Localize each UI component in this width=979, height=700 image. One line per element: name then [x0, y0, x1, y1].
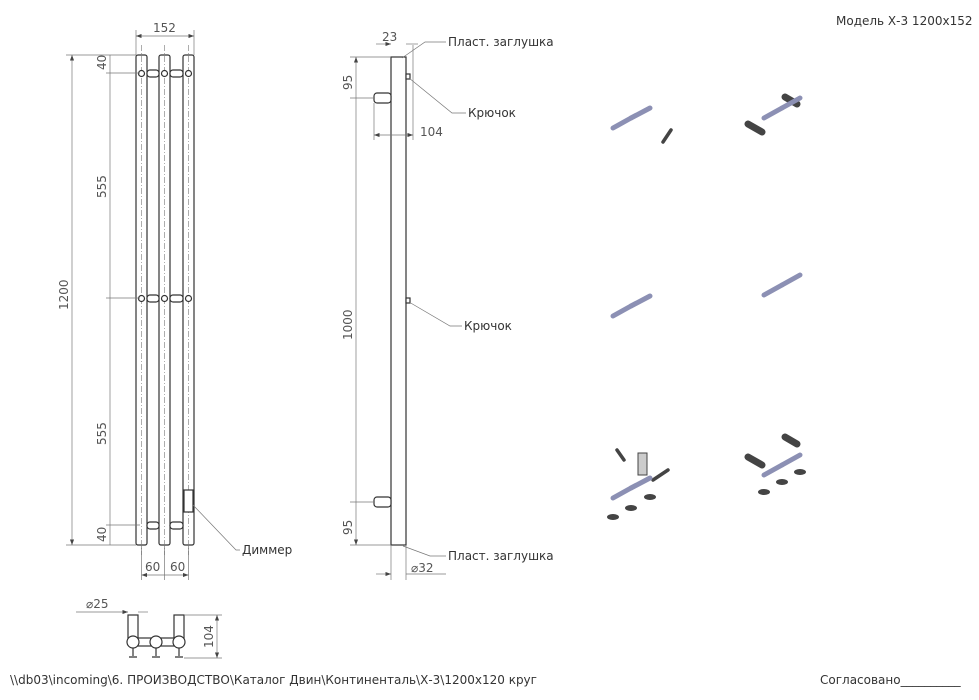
dim-width: 152 [153, 21, 176, 35]
crossbars [137, 69, 193, 530]
dim-side-diameter: ⌀32 [411, 561, 434, 575]
dim-top-depth: 104 [202, 625, 216, 648]
dim-side-top: 95 [341, 75, 355, 90]
label-cap-top: Пласт. заглушка [448, 35, 554, 49]
dim-top-offset: 40 [95, 55, 109, 70]
file-path: \\db03\incoming\6. ПРОИЗВОДСТВО\Каталог … [10, 673, 537, 687]
dim-bottom-offset: 40 [95, 527, 109, 542]
front-view: 152 1200 40 555 555 40 60 60 Диммер [57, 21, 292, 580]
approval-field: Согласовано__________ [820, 673, 962, 687]
dim-lower-span: 555 [95, 422, 109, 445]
dim-depth: 104 [420, 125, 443, 139]
dim-top-diameter: ⌀25 [86, 597, 109, 611]
label-dimmer: Диммер [242, 543, 292, 557]
label-hook-top: Крючок [468, 106, 516, 120]
model-title: Модель Х-3 1200х152 [836, 14, 972, 28]
dim-side-bottom: 95 [341, 520, 355, 535]
label-hook-mid: Крючок [464, 319, 512, 333]
top-view: ⌀25 104 [76, 597, 222, 659]
side-view: 104 23 95 1000 95 ⌀32 Пласт. заглушка Кр… [341, 30, 554, 580]
isometric-view-right [744, 74, 806, 498]
label-cap-bottom: Пласт. заглушка [448, 549, 554, 563]
dim-upper-span: 555 [95, 175, 109, 198]
dim-spacing-left: 60 [145, 560, 160, 574]
dim-spacing-right: 60 [170, 560, 185, 574]
dim-thickness: 23 [382, 30, 397, 44]
isometric-view-left [607, 94, 673, 523]
dim-height: 1200 [57, 279, 71, 310]
dimmer-box [183, 489, 194, 513]
dim-side-height: 1000 [341, 309, 355, 340]
